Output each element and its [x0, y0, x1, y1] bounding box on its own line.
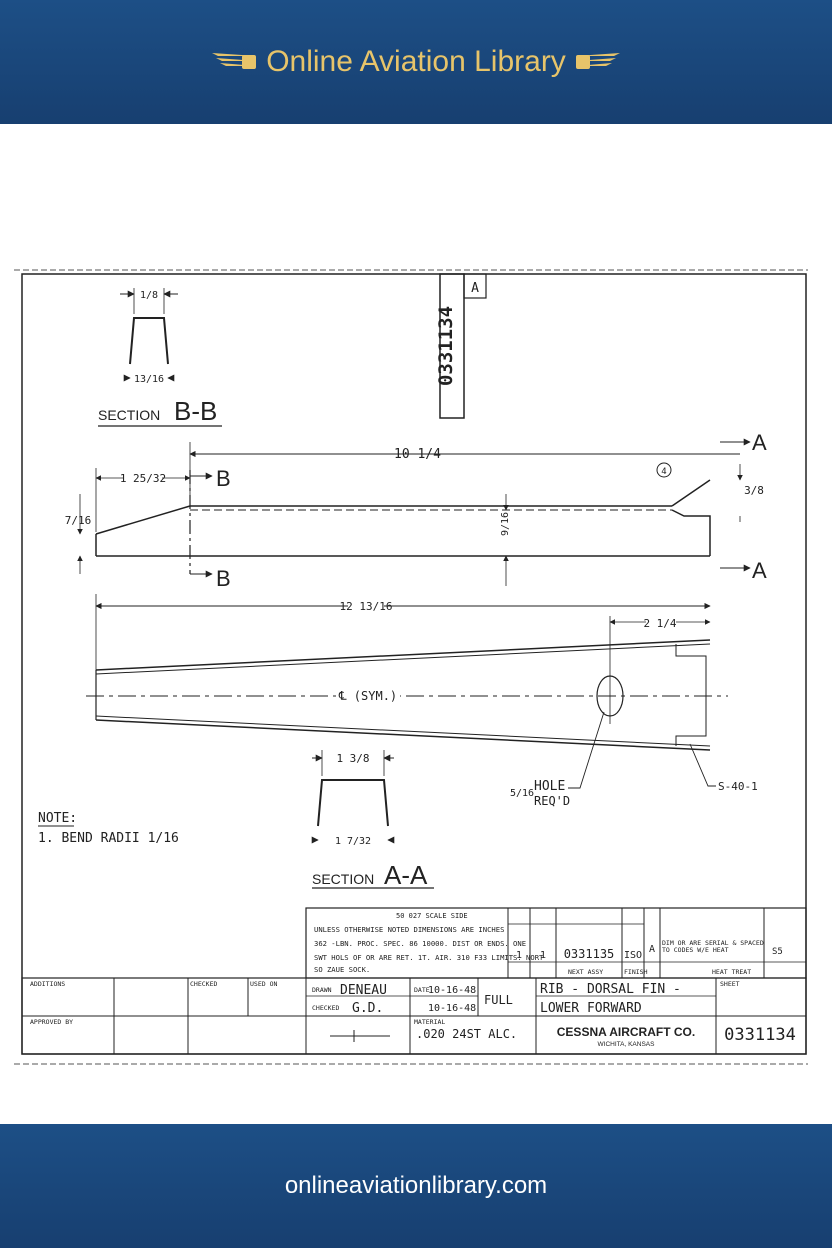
label-used-on: USED ON: [250, 980, 277, 988]
date-1: 10-16-48: [428, 985, 476, 996]
title-line-1: RIB - DORSAL FIN -: [540, 982, 681, 997]
dim-overall-top: 10 1/4: [394, 447, 441, 462]
note-title: NOTE:: [38, 811, 77, 826]
company-name: CESSNA AIRCRAFT CO.: [557, 1025, 695, 1039]
label-material: MATERIAL: [414, 1018, 445, 1026]
label-checked: CHECKED: [312, 1004, 339, 1012]
date-2: 10-16-48: [428, 1003, 476, 1014]
section-bb-dim-bottom: 13/16: [134, 374, 164, 385]
part-number-box: [439, 273, 465, 419]
mat-note: DIM OR ARE SERIAL & SPACED TO CODES W/E …: [662, 940, 764, 954]
section-aa-dim-top: 1 3/8: [336, 752, 369, 765]
note-1: 1. BEND RADII 1/16: [38, 831, 179, 846]
drawing-number: 0331134: [724, 1025, 796, 1045]
notes-header: 50 027 SCALE SIDE: [396, 912, 468, 920]
notes-line-2: 362 -LBN. PROC. SPEC. 86 10000. DIST OR …: [314, 939, 526, 948]
footer-banner: onlineaviationlibrary.com: [0, 1124, 832, 1248]
hole-req: REQ'D: [534, 794, 570, 808]
label-finish: FINISH: [624, 968, 648, 976]
label-drawn: DRAWN: [312, 986, 332, 994]
leader-ref: S-40-1: [718, 780, 758, 793]
next-assy-cell: 0331135: [564, 947, 615, 961]
part-number-vertical: 0331134: [435, 306, 457, 386]
dim-right-height: 3/8: [744, 484, 764, 497]
brand-logo[interactable]: Online Aviation Library: [212, 45, 620, 79]
drawn-by: DENEAU: [340, 983, 387, 998]
title-block: 50 027 SCALE SIDE UNLESS OTHERWISE NOTED…: [21, 907, 807, 1055]
site-title: Online Aviation Library: [266, 45, 566, 78]
hole-note: HOLE: [534, 779, 565, 794]
rev-cell: A: [649, 944, 655, 955]
cut-b-bottom: B: [216, 566, 231, 591]
drawing-border: [21, 273, 807, 1055]
checked-by: G.D.: [352, 1001, 383, 1016]
section-aa-label: SECTION: [312, 871, 374, 887]
qty-cell: 1: [516, 950, 522, 961]
col-a-cell: 1: [540, 950, 546, 961]
material-value: .020 24ST ALC.: [416, 1027, 517, 1041]
section-bb-detail: 1/8 13/16 SECTION B-B: [98, 288, 222, 427]
section-bb-dim-top: 1/8: [140, 290, 158, 301]
notes-line-4: SO ZAUE SOCK.: [314, 965, 370, 974]
notes-line-1: UNLESS OTHERWISE NOTED DIMENSIONS ARE IN…: [314, 925, 504, 934]
revision-letter: A: [471, 281, 479, 296]
label-date: DATE: [414, 986, 430, 994]
label-heat: HEAT TREAT: [712, 968, 751, 976]
label-additions: ADDITIONS: [30, 980, 65, 988]
dim-right-offset: 2 1/4: [643, 617, 676, 630]
company-city: WICHITA, KANSAS: [598, 1041, 656, 1048]
centerline-label: ℄ (SYM.): [338, 689, 397, 703]
left-wing-icon: [212, 53, 257, 69]
header-banner: Online Aviation Library: [0, 0, 832, 124]
plan-view: 12 13/16 2 1/4 ℄ (SYM.) HOLE REQ'D 5/16 …: [86, 594, 758, 808]
label-checked-top: CHECKED: [190, 980, 217, 988]
size-cell: S5: [772, 947, 783, 957]
cut-a-top: A: [752, 430, 767, 455]
iso-cell: ISO: [624, 950, 642, 961]
scale-value: FULL: [484, 993, 513, 1007]
site-url-link[interactable]: onlineaviationlibrary.com: [284, 1172, 548, 1199]
notes-line-3: SWT HOLS OF OR ARE RET. 1T. AIR. 310 F33…: [314, 953, 544, 962]
dim-overall-length: 12 13/16: [340, 600, 393, 613]
title-line-2: LOWER FORWARD: [540, 1001, 642, 1016]
label-sheet: SHEET: [720, 980, 740, 988]
right-wing-icon: [575, 53, 620, 69]
section-aa-detail: 1 3/8 1 7/32 SECTION A-A: [311, 750, 434, 890]
cut-a-bottom: A: [752, 558, 767, 583]
drawing-notes: NOTE: 1. BEND RADII 1/16: [38, 811, 179, 846]
revision-box: [463, 273, 487, 299]
engineering-drawing: 0331134 A 1/8 13/16 SECTION B-B 10 1/4 1…: [14, 269, 808, 1065]
section-aa-dim-bottom: 1 7/32: [335, 836, 371, 847]
section-aa-id: A-A: [384, 860, 428, 890]
dim-height-mid: 9/16: [500, 512, 511, 536]
label-next-assy: NEXT ASSY: [568, 968, 603, 976]
section-bb-id: B-B: [174, 396, 217, 426]
dim-circle-ref: 4: [661, 467, 666, 477]
side-view: 10 1/4 1 25/32 7/16 9/16 3/8 4 B B A A: [65, 430, 767, 591]
section-bb-label: SECTION: [98, 407, 160, 423]
dim-height-left: 7/16: [65, 514, 92, 527]
cut-b-top: B: [216, 466, 231, 491]
dim-left-offset: 1 25/32: [120, 472, 166, 485]
label-approved: APPROVED BY: [30, 1018, 73, 1026]
drawing-sheet: 0331134 A 1/8 13/16 SECTION B-B 10 1/4 1…: [0, 124, 832, 1124]
hole-size: 5/16: [510, 788, 534, 799]
